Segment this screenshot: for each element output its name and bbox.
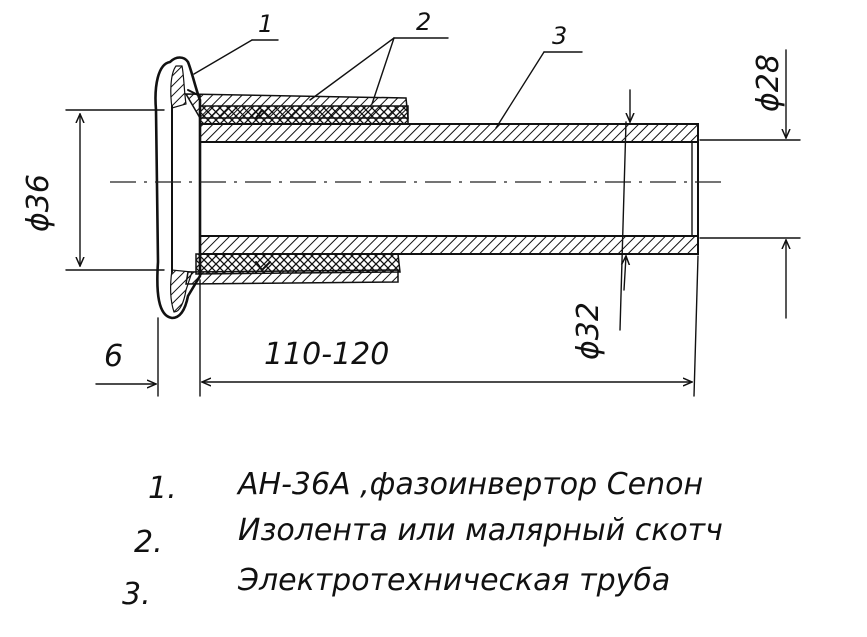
dim-length: 110-120 <box>264 337 389 372</box>
callout-leaders <box>193 37 583 129</box>
dim-outer-diameter: ϕ36 <box>21 174 56 232</box>
legend: 1. АН-36А ,фазоинвертор Сenон 2. Изолент… <box>122 467 723 612</box>
legend-2-text: Изолента или малярный скотч <box>238 513 723 548</box>
tape-part-2 <box>184 93 409 285</box>
callout-2: 2 <box>416 8 431 36</box>
legend-1-text: АН-36А ,фазоинвертор Сenон <box>236 467 703 502</box>
dim-flange-thickness: 6 <box>104 339 123 374</box>
legend-2-number: 2. <box>134 525 163 560</box>
callout-1: 1 <box>258 10 273 38</box>
callout-3: 3 <box>552 22 567 50</box>
dim-pipe-inner: ϕ32 <box>571 302 606 360</box>
dim-pipe-outer: ϕ28 <box>751 54 786 112</box>
legend-3-number: 3. <box>122 577 151 612</box>
legend-1-number: 1. <box>148 471 177 506</box>
dimension-lines <box>65 49 801 397</box>
legend-3-text: Электротехническая труба <box>237 563 670 598</box>
pipe-part-3 <box>199 123 699 255</box>
